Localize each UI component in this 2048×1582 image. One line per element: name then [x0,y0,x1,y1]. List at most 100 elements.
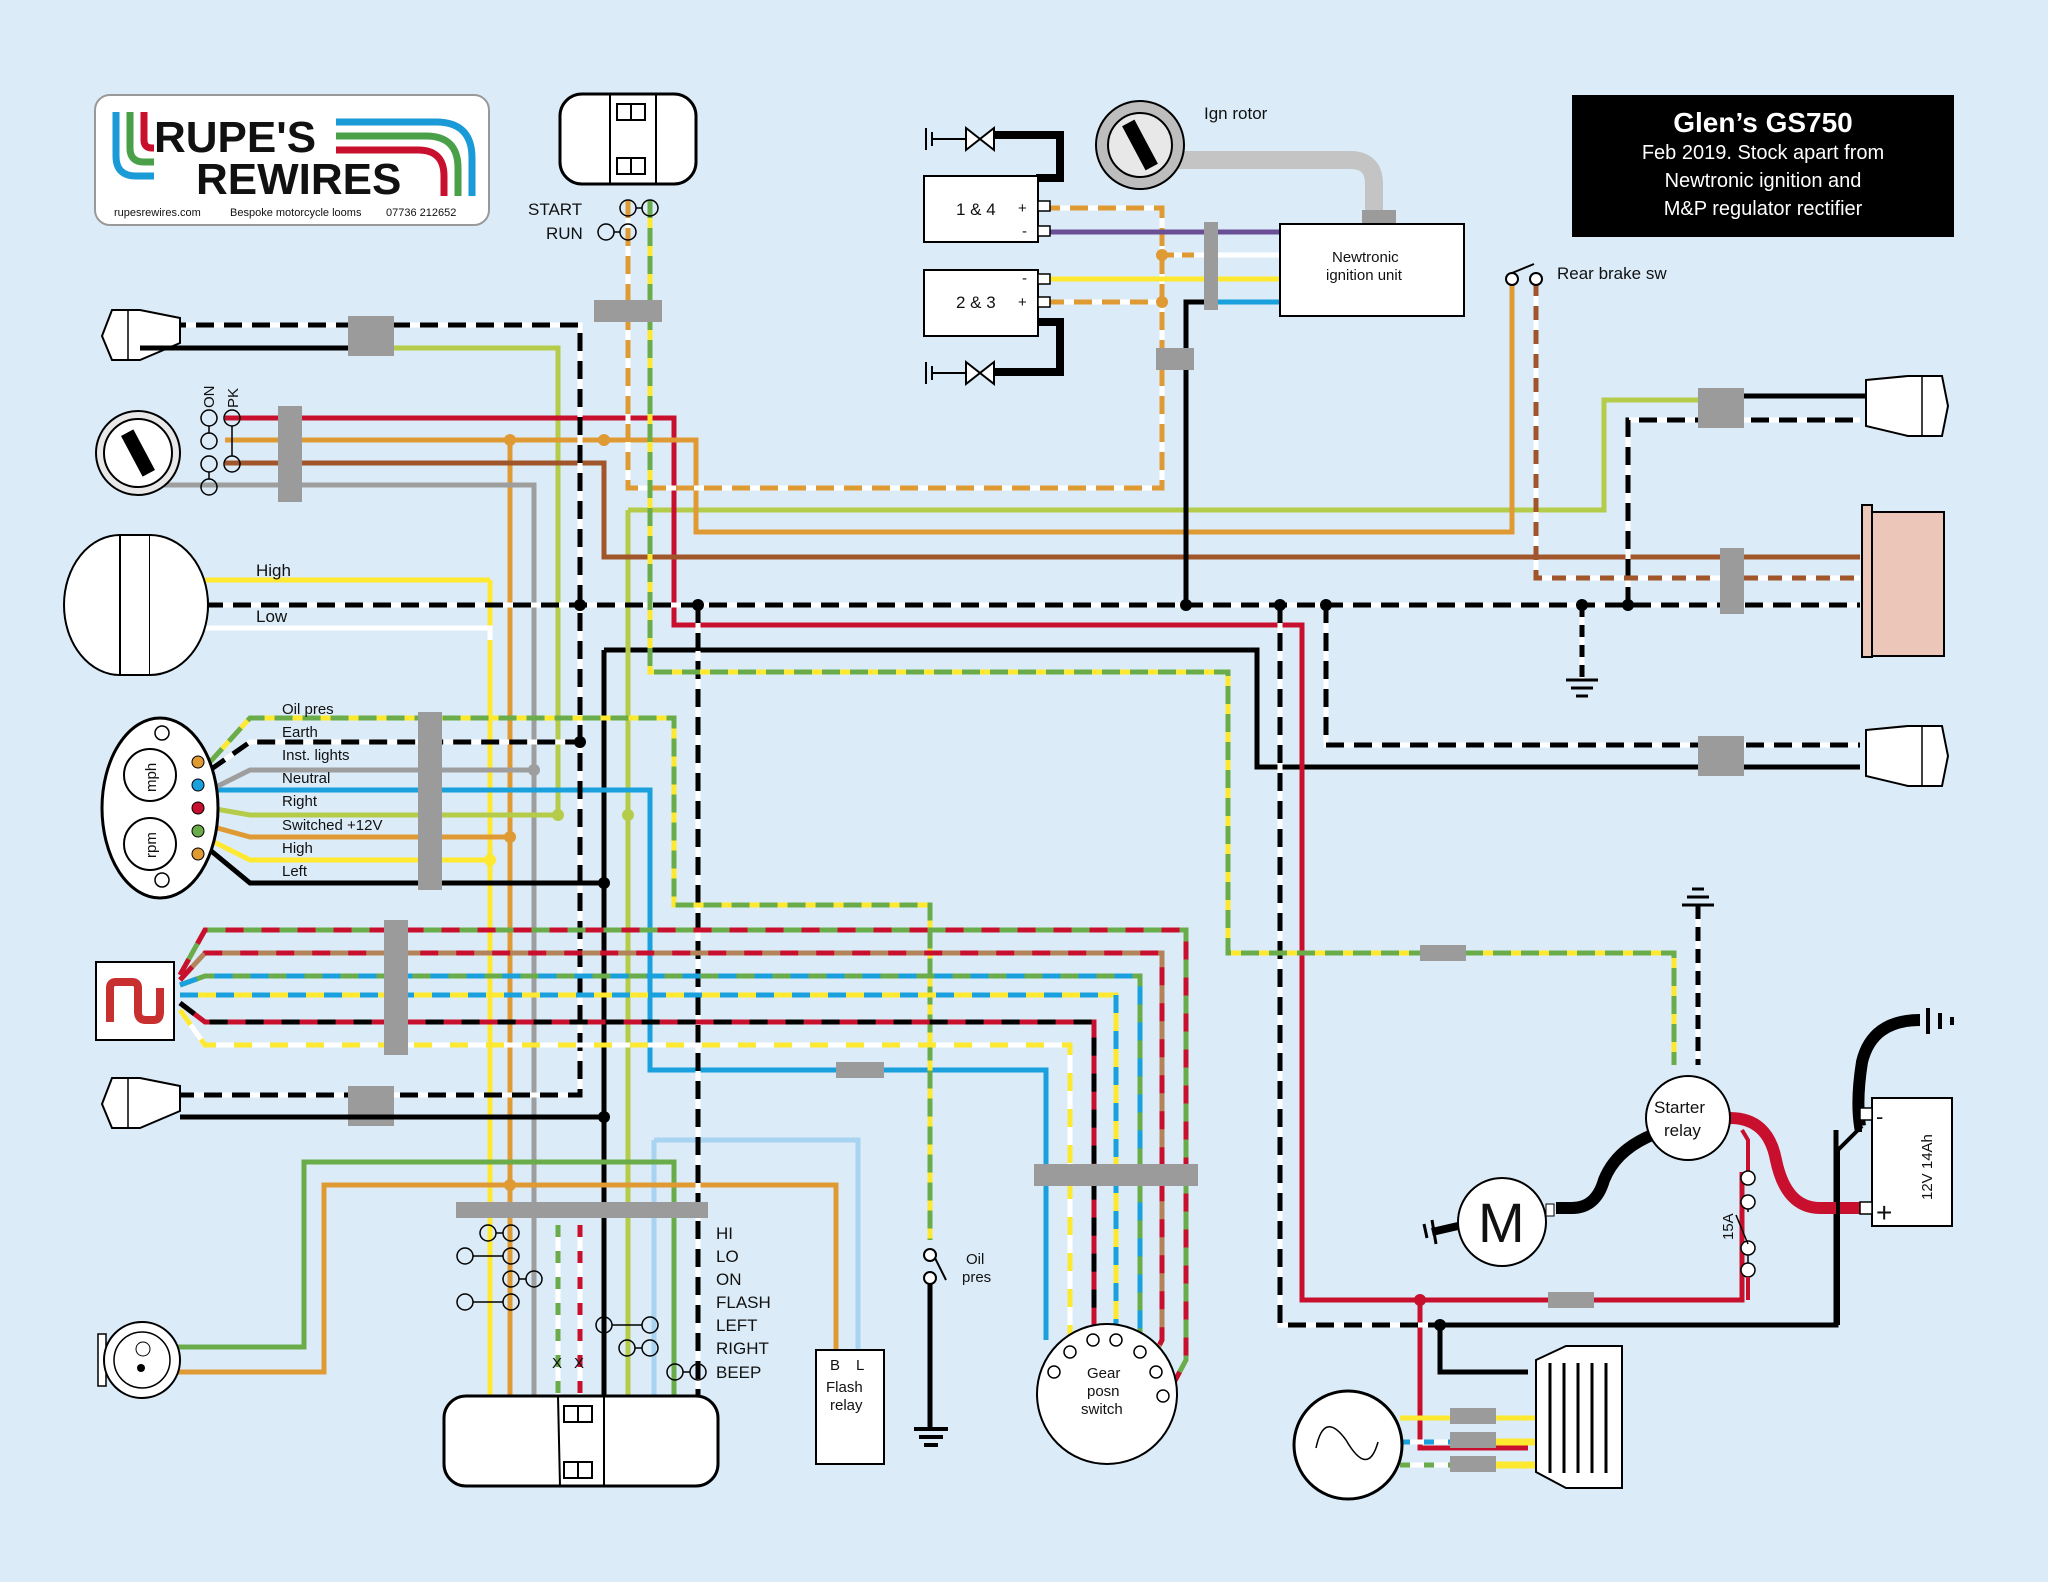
hb-label-hi: HI [716,1224,733,1243]
connector-block-coil [1156,348,1194,370]
connector-block-rear-ind3 [1698,736,1744,776]
regulator-rectifier [1535,1345,1623,1489]
hb-label-right: RIGHT [716,1339,769,1358]
flash-relay-line1: Flash [826,1379,863,1396]
spark-plug-symbols [925,125,995,387]
wire-orange-main [225,282,1515,535]
connector-block-alt-2 [1450,1432,1496,1448]
rear-indicator-top [1865,375,1950,437]
instrument-wires [208,739,604,886]
logo-website: rupesrewires.com [114,207,201,219]
inst-wire-label-oil-pres: Oil pres [282,701,334,718]
wire-lightblue-flash [654,1137,861,1350]
wire-lightgreen-trunk [628,397,1700,513]
connector-block-rear-ind2 [1698,388,1744,428]
flash-relay-l: L [856,1357,864,1374]
inst-wire-label-left: Left [282,863,308,880]
ignition-unit-line1: Newtronic [1332,249,1399,266]
ignition-switch-housing [558,92,698,186]
run-label: RUN [546,224,583,243]
rpm-label: rpm [143,832,160,858]
connector-block-rear-ind [348,1086,394,1126]
wire-green-horn [140,1159,677,1395]
mph-label: mph [143,763,160,792]
coil-2-3-label: 2 & 3 [956,293,996,312]
connector-block-inst [418,712,442,890]
wire-blue-neutral [210,787,1049,1340]
wire-yellow-green-inst-dash [208,715,933,1240]
junction-dots [484,249,1634,1331]
battery-plus: + [1876,1197,1892,1228]
flash-relay [815,1349,885,1465]
starter-relay-line1: Starter [1654,1098,1705,1117]
ignition-switch-contacts [597,199,659,241]
logo-stripes-right [336,118,476,196]
instrument-cluster [100,716,220,900]
logo-stripes-left [112,112,154,180]
ign-rotor-label: Ign rotor [1204,104,1268,123]
handlebar-switch-housing [442,1394,720,1488]
hb-label-lo: LO [716,1247,739,1266]
wire-bw-indicator-rear-dash [1323,605,1860,748]
battery-minus: - [1876,1104,1883,1129]
connector-block-alt-3 [1450,1456,1496,1472]
gear-indicator-display [95,961,175,1041]
connector-block-oil [836,1062,884,1078]
title-line-3: M&P regulator rectifier [1663,198,1863,220]
coil-2-3-plus: + [1018,294,1027,311]
hb-label-flash: FLASH [716,1293,771,1312]
wire-bw-indicator-rear2-dash [1625,417,1860,605]
logo-line2: REWIRES [196,155,401,204]
wire-orange-white-ign [625,200,1165,491]
battery-label: 12V 14Ah [1919,1134,1936,1200]
oil-pres-line2: pres [962,1269,991,1286]
inst-wire-label-earth: Earth [282,724,318,741]
wire-white-low [205,625,493,640]
title-box: Glen’s GS750 Feb 2019. Stock apart from … [1572,95,1954,237]
front-indicator-right [100,1077,181,1129]
wire-red-main [225,415,1745,1303]
front-indicator-left [100,309,181,361]
diagram-title: Glen’s GS750 [1673,107,1853,138]
starter-motor [1422,1177,1555,1267]
connector-block-front-ind [348,316,394,356]
gear-position-switch [1036,1323,1178,1465]
wire-yellow-green-oil-dash [647,200,1677,1065]
starter-cables [1556,1014,1921,1325]
handlebar-switch-contacts [456,1224,707,1381]
x-mark-2: X [574,1355,584,1372]
flash-relay-b: B [830,1357,840,1374]
ground-symbol-battery [1926,1008,1954,1034]
logo-phone: 07736 212652 [386,207,456,219]
hb-label-on: ON [716,1270,742,1289]
coil-1-4-minus: - [1022,223,1027,240]
inst-wire-label-neutral: Neutral [282,770,330,787]
gear-switch-line3: switch [1081,1401,1123,1418]
x-mark-1: X [552,1355,562,1372]
connector-block-handlebar [456,1202,708,1218]
ignition-coil-1-4 [923,175,1051,243]
ignition-key-switch [95,410,181,496]
headlight-low-label: Low [256,607,288,626]
fuse-label: 15A [1720,1213,1737,1240]
ground-symbol-rear [1566,678,1598,698]
wire-brown-white-brake-dash [1533,282,1860,581]
oil-pressure-switch [914,1248,948,1447]
motor-label: M [1478,1191,1525,1254]
ignition-coil-2-3 [923,269,1051,337]
hb-label-left: LEFT [716,1316,758,1335]
connector-block-tail [1720,548,1744,614]
wire-orange-white-ign-dash [625,200,1165,491]
rear-brake-label: Rear brake sw [1557,264,1667,283]
title-line-2: Newtronic ignition and [1664,170,1862,192]
wire-bw-indicator-rear [1323,605,1860,748]
gear-switch-line2: posn [1087,1383,1120,1400]
wire-orange-horn [140,1182,839,1375]
rear-indicator-bottom [1865,725,1950,787]
flash-relay-line2: relay [830,1397,863,1414]
starter-relay [1645,1075,1731,1161]
coil-1-4-plus: + [1018,200,1027,217]
connector-blocks[interactable] [278,222,1744,1472]
headlight [63,533,209,677]
